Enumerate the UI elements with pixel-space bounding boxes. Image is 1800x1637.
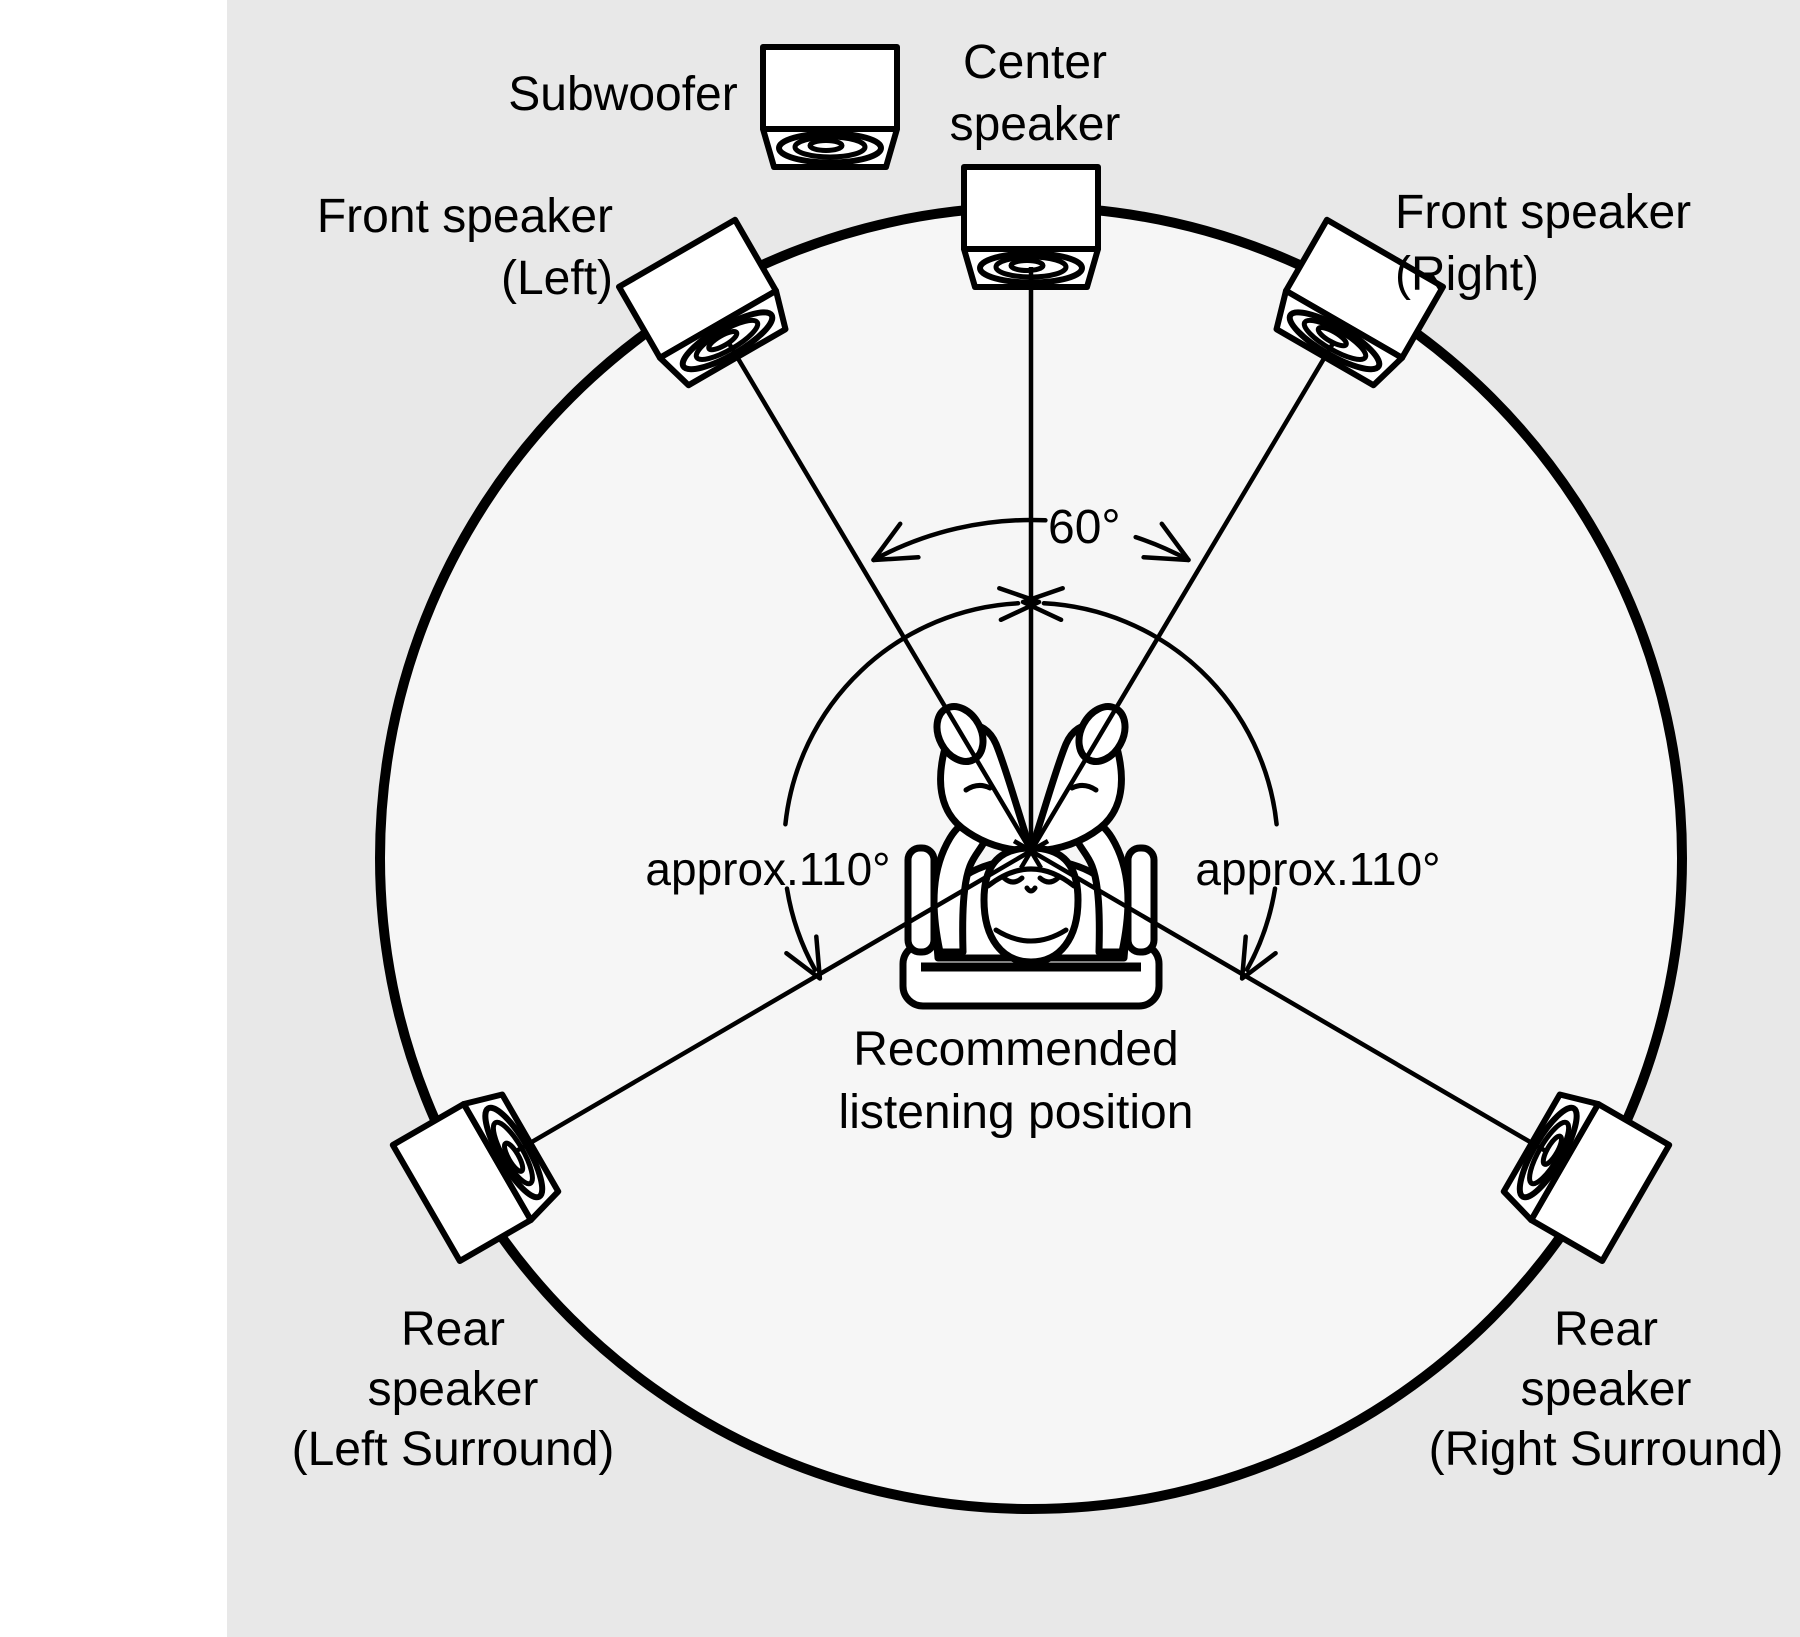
chair-armrest-left bbox=[904, 844, 938, 956]
rear-left-speaker-label: Rear bbox=[401, 1303, 505, 1356]
surround-angle-arc-right bbox=[1244, 886, 1278, 972]
front-right-speaker-label: Front speaker bbox=[1395, 186, 1691, 239]
center-speaker-label: Center bbox=[963, 36, 1107, 89]
front-left-speaker-axis-line bbox=[725, 339, 1043, 870]
rear-left-speaker-axis-line bbox=[512, 839, 1050, 1155]
listener-eye-left bbox=[1001, 875, 1025, 885]
front-angle-arc bbox=[871, 517, 1048, 563]
listener-nose bbox=[1024, 885, 1038, 894]
rear-right-speaker-label: (Right Surround) bbox=[1429, 1423, 1784, 1476]
front-right-speaker-label: (Right) bbox=[1395, 248, 1539, 301]
listener-hairline bbox=[985, 866, 1077, 889]
surround-angle-label-left: approx.110° bbox=[645, 843, 890, 895]
arrowhead-surround-right-top bbox=[1020, 586, 1065, 623]
surround-angle-arc-left bbox=[783, 601, 1021, 827]
rear-left-speaker-label: speaker bbox=[368, 1363, 539, 1416]
arrowhead-surround-left-bottom bbox=[784, 934, 823, 981]
arrowhead-front-arc-right bbox=[1141, 521, 1191, 563]
arrowhead-surround-left-top bbox=[997, 586, 1042, 623]
subwoofer-label: Subwoofer bbox=[508, 68, 737, 121]
listening-position-label: listening position bbox=[839, 1086, 1194, 1139]
front-left-speaker-label: Front speaker bbox=[317, 190, 613, 243]
rear-right-speaker-label: Rear bbox=[1554, 1303, 1658, 1356]
listener-icon bbox=[899, 703, 1163, 1010]
listener-head bbox=[980, 844, 1082, 966]
surround-angle-arc-right bbox=[1041, 601, 1279, 827]
center-speaker-label: speaker bbox=[950, 98, 1121, 151]
arrowhead-surround-right-bottom bbox=[1239, 934, 1278, 981]
front-left-speaker-label: (Left) bbox=[501, 252, 613, 305]
front-right-speaker-axis-line bbox=[1019, 339, 1337, 870]
arrowhead-front-arc-left bbox=[871, 521, 921, 563]
listener-eye-right bbox=[1037, 875, 1061, 885]
surround-angle-label-right: approx.110° bbox=[1195, 843, 1440, 895]
rear-right-speaker-axis-line bbox=[1012, 839, 1550, 1155]
front-angle-label: 60° bbox=[1048, 501, 1121, 554]
listening-position-label: Recommended bbox=[853, 1023, 1179, 1076]
rear-left-speaker-label: (Left Surround) bbox=[292, 1423, 615, 1476]
listener-chin bbox=[993, 927, 1069, 944]
rear-right-speaker-label: speaker bbox=[1521, 1363, 1692, 1416]
knee-crease-left bbox=[963, 782, 993, 793]
chair-armrest-right bbox=[1124, 844, 1158, 956]
knee-crease-right bbox=[1069, 782, 1099, 793]
subwoofer-icon bbox=[763, 47, 897, 167]
surround-angle-arc-left bbox=[784, 886, 818, 972]
